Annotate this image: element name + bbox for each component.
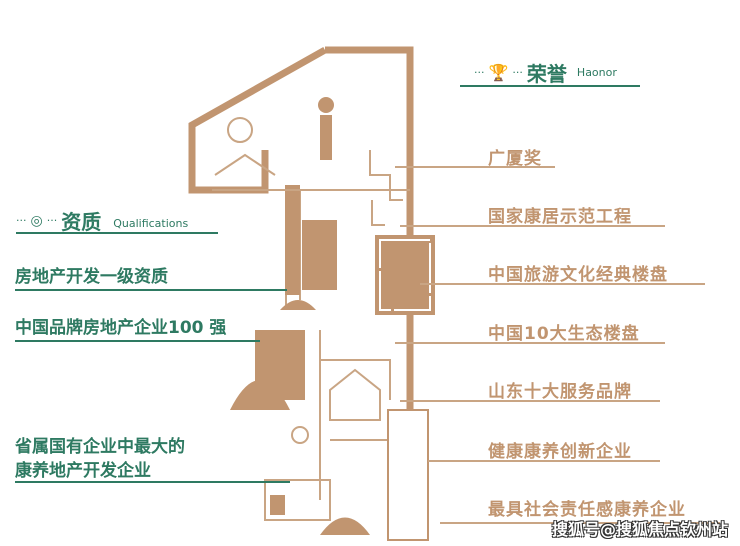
honor-item: 中国10大生态楼盘 bbox=[488, 324, 640, 344]
dots-decoration: ··· bbox=[46, 214, 58, 227]
qualifications-title: 资质 bbox=[61, 210, 102, 234]
medal-icon: ◎ bbox=[30, 212, 43, 229]
honors-header: ··· 🏆 ··· 荣誉 Haonor bbox=[474, 58, 617, 87]
honors-title: 荣誉 bbox=[526, 62, 567, 86]
honor-item: 健康康养创新企业 bbox=[488, 442, 632, 462]
qualification-item: 省属国有企业中最大的 bbox=[15, 437, 185, 457]
qualification-item: 中国品牌房地产企业100 强 bbox=[15, 318, 227, 338]
honor-item: 最具社会责任感康养企业 bbox=[488, 500, 686, 520]
qualifications-header: ··· ◎ ··· 资质 Qualifications bbox=[16, 206, 188, 235]
honor-item: 山东十大服务品牌 bbox=[488, 382, 632, 402]
dots-decoration: ··· bbox=[512, 66, 523, 79]
watermark: 搜狐号@搜狐焦点钦州站 bbox=[551, 520, 728, 539]
qualification-item: 房地产开发一级资质 bbox=[15, 267, 168, 287]
honors-subtitle: Haonor bbox=[576, 66, 617, 79]
honor-item: 广厦奖 bbox=[488, 149, 542, 169]
dots-decoration: ··· bbox=[474, 66, 485, 79]
honor-item: 国家康居示范工程 bbox=[488, 207, 632, 227]
qualification-item: 康养地产开发企业 bbox=[15, 461, 151, 481]
qualifications-subtitle: Qualifications bbox=[113, 217, 189, 230]
trophy-icon: 🏆 bbox=[488, 63, 509, 82]
dots-decoration: ··· bbox=[16, 214, 27, 227]
honor-item: 中国旅游文化经典楼盘 bbox=[488, 265, 668, 285]
